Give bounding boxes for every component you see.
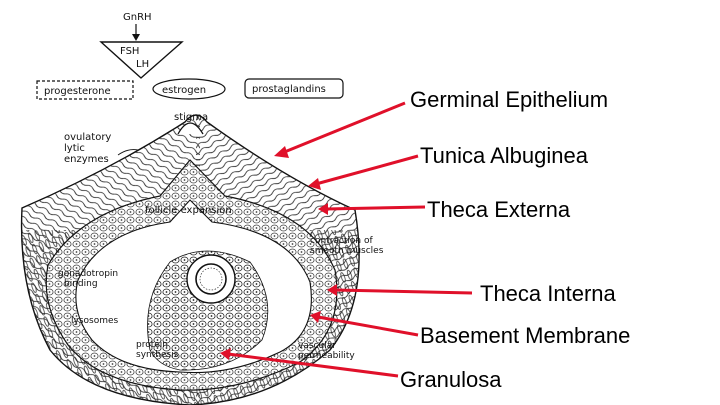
protein-text: protein bbox=[136, 340, 168, 350]
arrow-tunica-albuginea bbox=[315, 154, 419, 186]
lytic-text: lytic bbox=[64, 143, 85, 154]
pituitary-triangle bbox=[99, 41, 184, 79]
label-basement-membrane: Basement Membrane bbox=[420, 323, 630, 348]
contraction-text-2: smooth muscles bbox=[310, 246, 384, 256]
permeability-text: permeability bbox=[298, 351, 355, 361]
lysosomes-text: lysosomes bbox=[71, 316, 119, 326]
gonadotropin-text: gonadotropin bbox=[58, 269, 118, 279]
arrow-granulosa bbox=[227, 352, 399, 378]
oocyte bbox=[195, 263, 227, 295]
arrow-basement-membrane bbox=[317, 315, 419, 337]
fsh-label: FSH bbox=[120, 46, 139, 57]
arrow-theca-interna bbox=[334, 288, 473, 295]
prostaglandins-box bbox=[244, 78, 344, 99]
binding-text: binding bbox=[64, 279, 98, 289]
vascular-text: vascular bbox=[298, 341, 336, 351]
follicle-expansion-text: follicle expansion bbox=[145, 205, 232, 216]
label-theca-externa: Theca Externa bbox=[427, 197, 571, 222]
progesterone-box bbox=[36, 80, 134, 100]
hormone-panel: GnRH FSH LH progesterone estrogen prosta… bbox=[36, 12, 344, 100]
label-germinal-epithelium: Germinal Epithelium bbox=[410, 87, 608, 112]
ovulatory-text: ovulatory bbox=[64, 132, 111, 143]
stigma-text: stigma bbox=[174, 112, 208, 123]
prostaglandins-label: prostaglandins bbox=[252, 84, 326, 95]
synthesis-text: synthesis bbox=[136, 350, 179, 360]
structure-labels: Germinal Epithelium Tunica Albuginea The… bbox=[400, 87, 630, 392]
gnrh-arrowhead bbox=[132, 34, 140, 41]
stigma-bulge bbox=[177, 122, 204, 135]
gnrh-label: GnRH bbox=[123, 12, 152, 23]
lh-label: LH bbox=[136, 59, 149, 70]
estrogen-label: estrogen bbox=[162, 85, 206, 96]
arrow-theca-externa bbox=[325, 205, 426, 211]
arrow-germinal-epithelium bbox=[281, 101, 406, 155]
contraction-text-1: contraction of bbox=[310, 236, 373, 246]
enzymes-text: enzymes bbox=[64, 154, 109, 165]
progesterone-label: progesterone bbox=[44, 86, 111, 97]
label-theca-interna: Theca Interna bbox=[480, 281, 617, 306]
label-tunica-albuginea: Tunica Albuginea bbox=[420, 143, 589, 168]
estrogen-oval bbox=[152, 78, 226, 100]
annotations: stigma ovulatory lytic enzymes follicle … bbox=[58, 112, 384, 361]
label-granulosa: Granulosa bbox=[400, 367, 502, 392]
pointer-arrows bbox=[220, 101, 473, 378]
